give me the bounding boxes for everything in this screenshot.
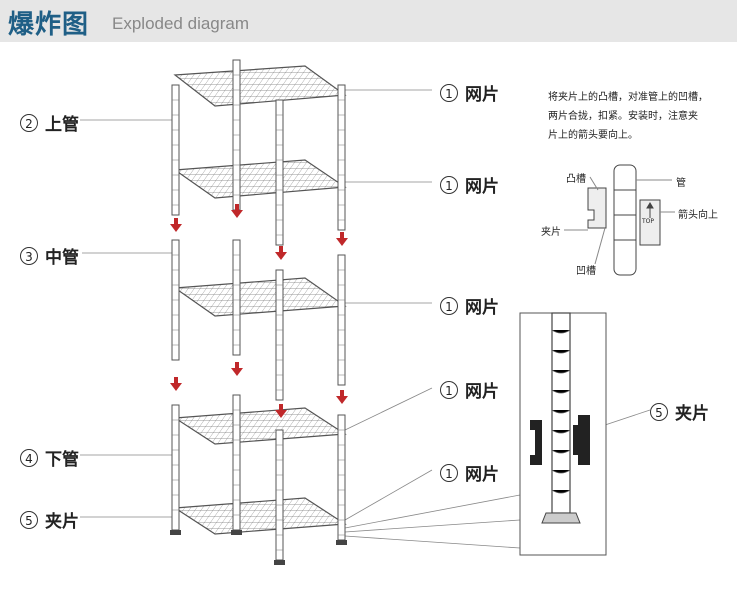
label-mesh-shelf-1: 1 网片 bbox=[440, 80, 499, 105]
note-line-1: 将夹片上的凸槽，对准管上的凹槽， bbox=[548, 92, 708, 103]
inset-arrow-up-label: 箭头向上 bbox=[678, 210, 718, 221]
label-middle-tube: 3 中管 bbox=[20, 243, 79, 268]
instruction-note: 将夹片上的凸槽，对准管上的凹槽， 两片合拢，扣紧。安装时，注意夹 片上的箭头要向… bbox=[548, 88, 708, 145]
inset-top-marker: TOP bbox=[642, 218, 655, 225]
label-mesh-shelf-5: 1 网片 bbox=[440, 460, 499, 485]
label-mesh-shelf-4: 1 网片 bbox=[440, 377, 499, 402]
label-clip-detail: 5 夹片 bbox=[650, 399, 709, 424]
inset-clip-label: 夹片 bbox=[541, 227, 561, 238]
label-mesh-shelf-2: 1 网片 bbox=[440, 172, 499, 197]
leader-lines bbox=[80, 89, 651, 549]
inset-concave-label: 凹槽 bbox=[576, 266, 596, 277]
pole-ridges bbox=[172, 74, 345, 551]
label-lower-tube: 4 下管 bbox=[20, 445, 79, 470]
clip-inset-drawing bbox=[564, 164, 675, 276]
note-line-2: 两片合拢，扣紧。安装时，注意夹 bbox=[548, 111, 698, 122]
assembly-arrows bbox=[170, 204, 348, 418]
shelves bbox=[173, 65, 347, 535]
label-mesh-shelf-3: 1 网片 bbox=[440, 293, 499, 318]
feet bbox=[170, 530, 347, 565]
header-bar: 爆炸图 Exploded diagram bbox=[0, 0, 737, 42]
note-line-3: 片上的箭头要向上。 bbox=[548, 130, 638, 141]
inset-convex-label: 凸槽 bbox=[566, 174, 586, 185]
title-english: Exploded diagram bbox=[112, 14, 250, 33]
title-chinese: 爆炸图 bbox=[8, 10, 90, 40]
clip-detail-box bbox=[519, 312, 607, 556]
label-clip-left: 5 夹片 bbox=[20, 507, 79, 532]
inset-tube-label: 管 bbox=[676, 178, 686, 189]
label-upper-tube: 2 上管 bbox=[20, 110, 79, 135]
